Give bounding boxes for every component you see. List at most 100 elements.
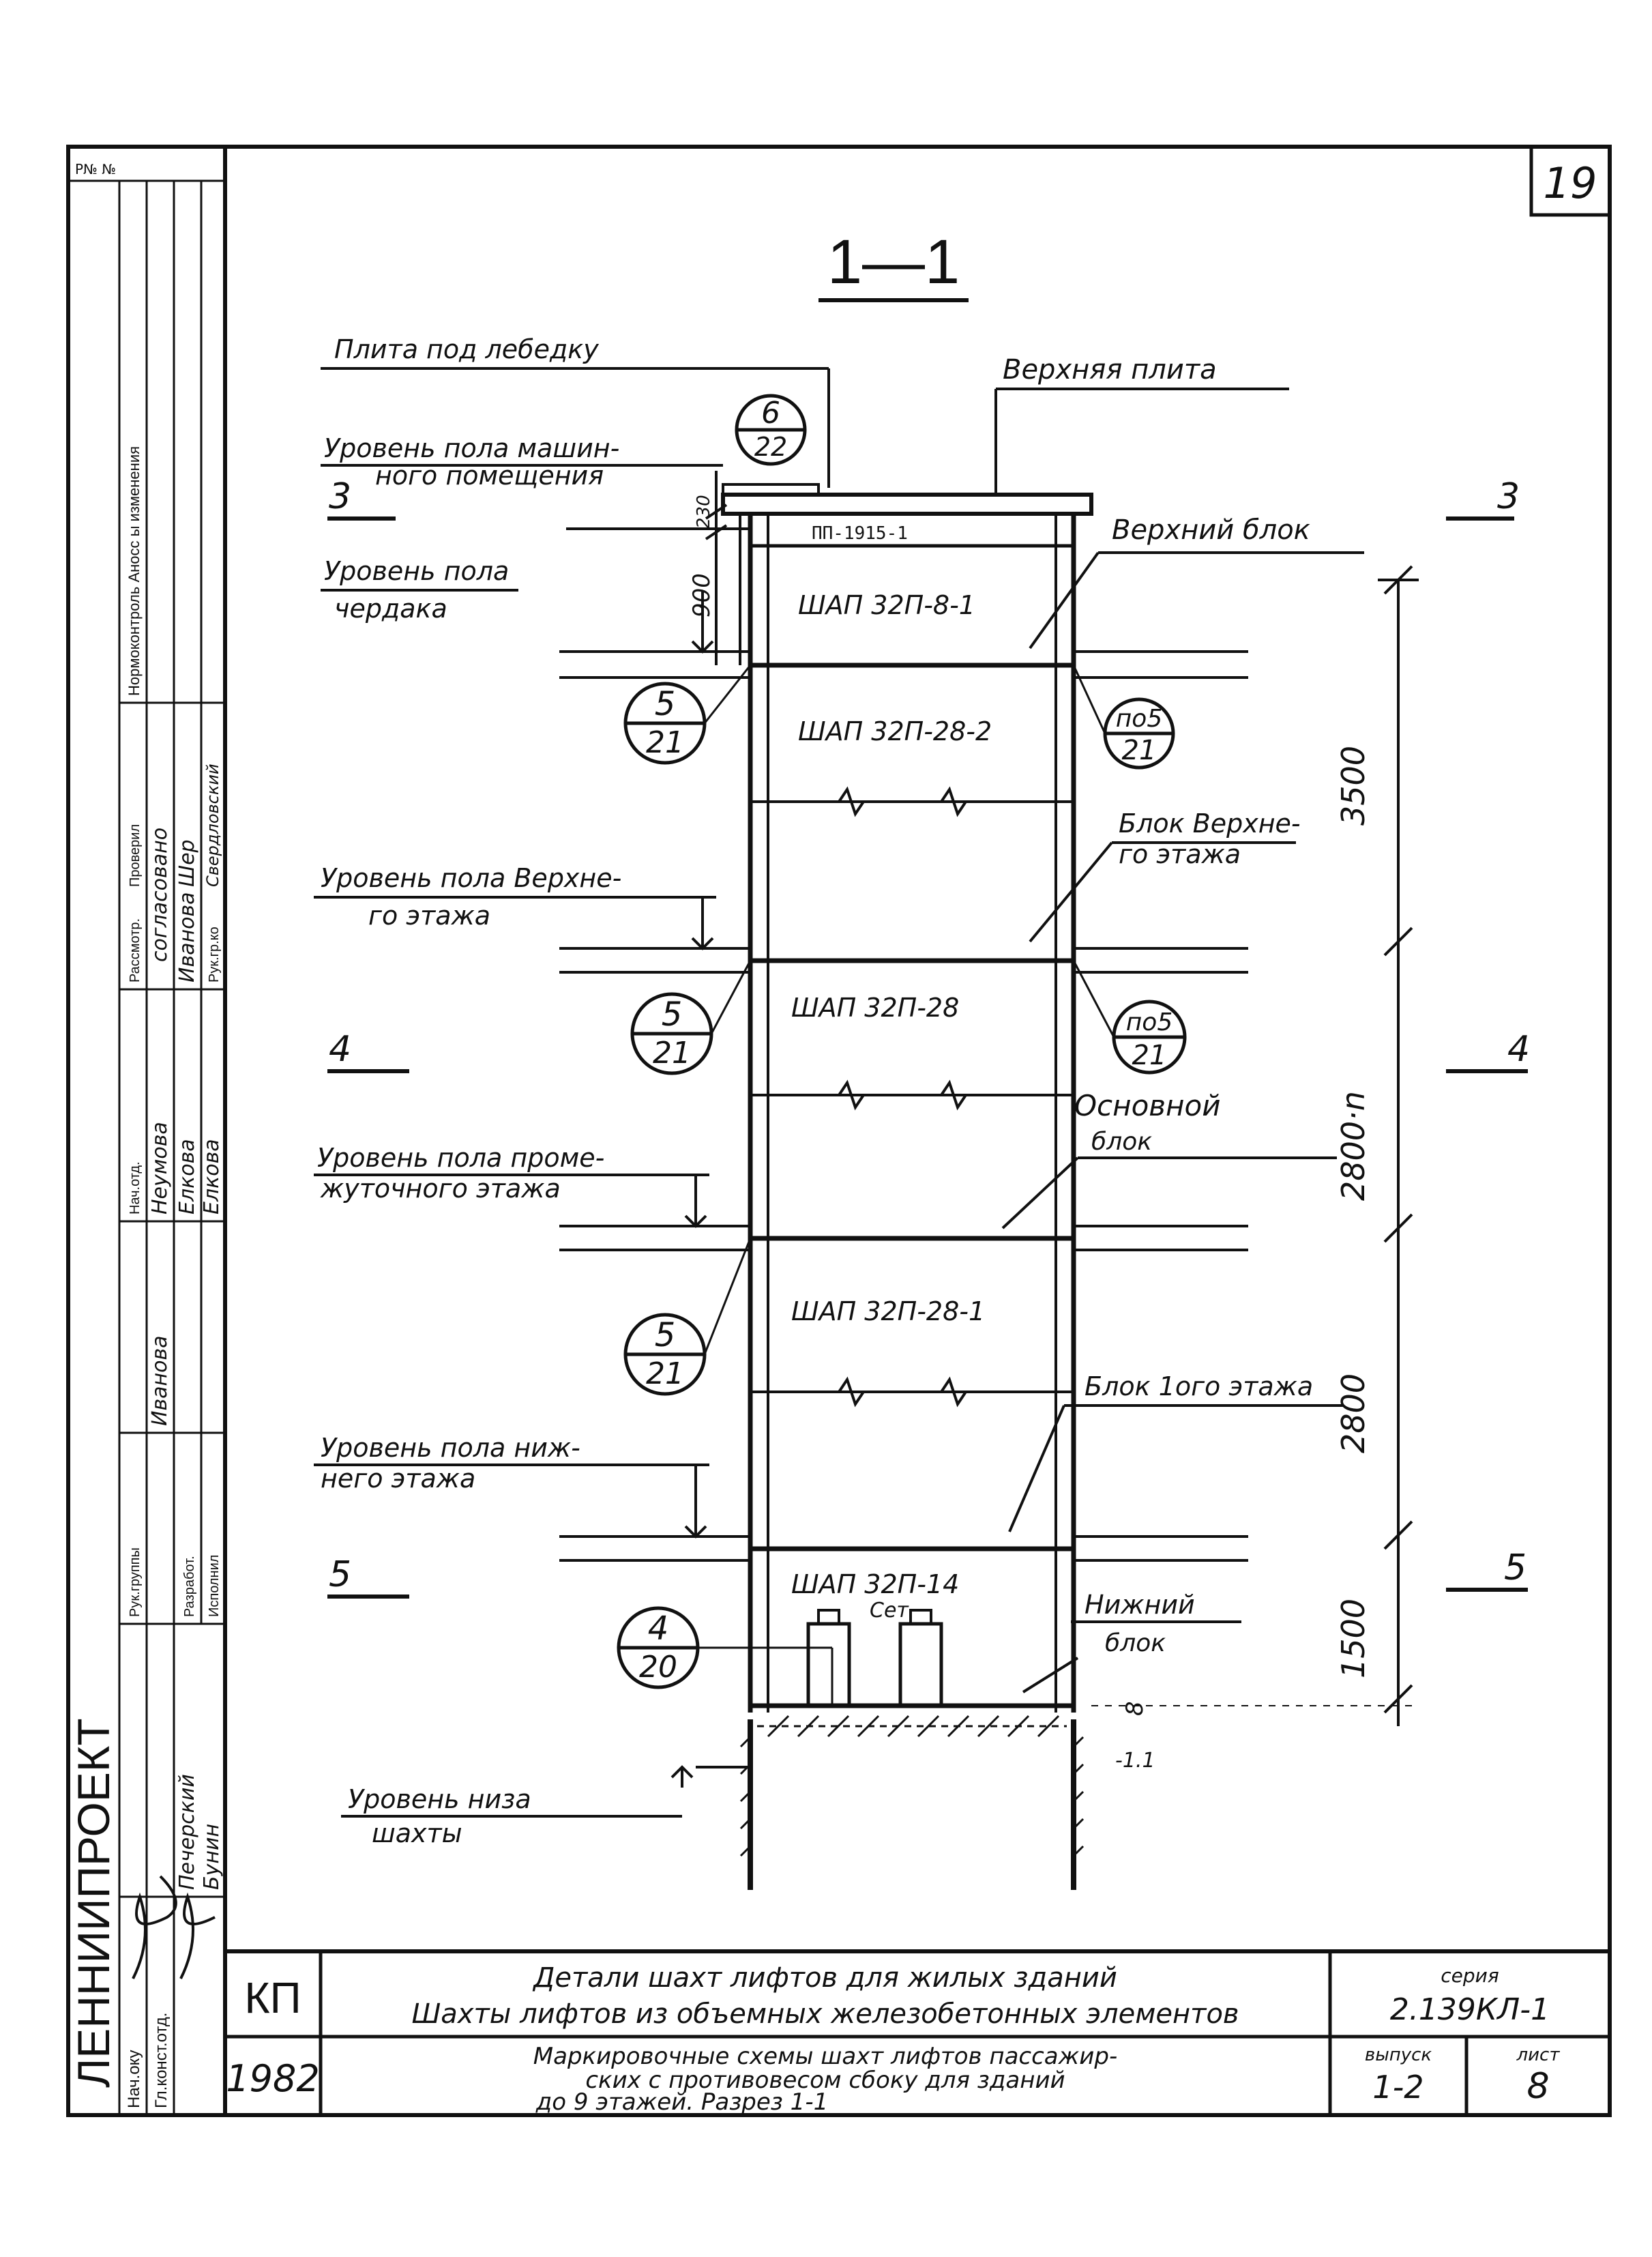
tb-series-value: 2.139КЛ-1: [1390, 1992, 1550, 2027]
bubble-labels: 6 22 5 21 по5 21 5 21 по5 21 5 21 4 20: [639, 396, 1172, 1685]
mark-e5: ШАП 32П-14: [791, 1569, 959, 1599]
head-role: Гл.конст.отд.: [152, 2013, 171, 2108]
page-number: 19: [1544, 158, 1597, 208]
label-level-ground-floor-2: него этажа: [321, 1464, 475, 1494]
buffer: [898, 1622, 943, 1708]
mark-pp: ПП-1915-1: [812, 523, 908, 544]
dim-2800: 2800: [1335, 1373, 1372, 1453]
label-level-ground-floor-1: Уровень пола ниж-: [321, 1433, 580, 1463]
bubble-num: 4: [648, 1610, 669, 1648]
tb-sheet-label: лист: [1516, 2045, 1561, 2065]
section-mark-3-right: 3: [1497, 476, 1520, 517]
label-level-pit-2: шахты: [372, 1818, 462, 1848]
tb-desc-3: до 9 этажей. Разрез 1-1: [535, 2088, 828, 2116]
label-top-block: Верхний блок: [1112, 514, 1310, 546]
label-first-floor-block: Блок 1ого этажа: [1085, 1371, 1313, 1401]
mark-e1: ШАП 32П-8-1: [798, 590, 975, 620]
bubble-num: 5: [662, 995, 683, 1034]
winch-plate: [722, 483, 820, 496]
dim-small: 8: [1121, 1701, 1149, 1716]
label-level-mid-floor-2: жуточного этажа: [320, 1174, 561, 1204]
row-name: Неумова: [148, 1122, 172, 1214]
row-name: Елкова: [175, 1139, 199, 1214]
label-level-mid-floor-1: Уровень пола проме-: [317, 1143, 604, 1173]
buffer: [806, 1622, 851, 1708]
top-plate: [721, 493, 1093, 516]
label-top-floor-block-1: Блок Верхне-: [1119, 809, 1301, 839]
section-mark-5: 5: [329, 1554, 351, 1595]
label-bottom-block-1: Нижний: [1085, 1590, 1195, 1620]
floor-levels: [559, 527, 1248, 1768]
pit-level: -1.1: [1115, 1749, 1155, 1773]
section-mark-4-right: 4: [1507, 1029, 1530, 1070]
level-labels: Плита под лебедку Уровень пола машин- но…: [314, 334, 830, 1848]
label-top-floor-block-2: го этажа: [1119, 839, 1241, 869]
row-role: Рук.гр.ко: [207, 927, 222, 982]
dim-1500: 1500: [1335, 1599, 1372, 1678]
bubble-sheet: 22: [754, 432, 787, 462]
signature: [132, 1875, 177, 1979]
title-block: [225, 1949, 1610, 2115]
mark-e3: ШАП 32П-28: [791, 993, 959, 1023]
row-role: Рук.группы: [128, 1547, 143, 1617]
section-mark-4: 4: [329, 1029, 351, 1070]
head-name: Печерский: [175, 1774, 199, 1890]
agreement-row: Нормоконтроль Аносс ы изменения: [126, 446, 143, 696]
sheet-frame: [66, 145, 1612, 2117]
label-main-block-2: блок: [1091, 1128, 1152, 1156]
org-name: ЛЕННИИПРОЕКТ: [68, 1718, 119, 2088]
label-level-attic-1: Уровень пола: [324, 556, 509, 586]
element-marks: ПП-1915-1 ШАП 32П-8-1 ШАП 32П-28-2 ШАП 3…: [791, 523, 992, 1622]
bubble-num: 5: [655, 685, 676, 723]
mark-e2: ШАП 32П-28-2: [798, 716, 992, 746]
dim-2800n: 2800·n: [1335, 1091, 1372, 1201]
bubble-sheet: 21: [653, 1036, 691, 1071]
row-name: Шер: [175, 839, 199, 887]
row-name: Елкова: [200, 1139, 224, 1214]
signature: [179, 1892, 216, 1979]
bubble-sheet: 21: [1122, 735, 1157, 766]
bubble-num: 6: [761, 396, 780, 431]
callout-bubbles: [617, 394, 1187, 1706]
label-level-top-floor-2: го этажа: [368, 901, 490, 931]
label-bottom-block-2: блок: [1105, 1629, 1166, 1657]
bubble-sheet: 21: [646, 1356, 684, 1391]
section-title: 1—1: [827, 227, 960, 297]
tb-desc-1: Маркировочные схемы шахт лифтов пассажир…: [533, 2043, 1117, 2070]
tb-sheet-value: 8: [1526, 2066, 1549, 2107]
row-role: Нач.отд.: [128, 1161, 143, 1214]
row-role: Разработ.: [182, 1556, 197, 1617]
dim-900: 900: [688, 573, 716, 617]
agreed-word: согласовано: [148, 828, 172, 962]
label-level-attic-2: чердака: [334, 594, 447, 624]
dimension-labels: 3500 2800·n 2800 1500 230 900 8 -1.1: [688, 495, 1372, 1773]
dimension-chain: [705, 471, 1419, 1726]
label-level-pit-1: Уровень низа: [348, 1784, 531, 1814]
section-mark-5-right: 5: [1504, 1547, 1526, 1588]
bubble-num: по5: [1116, 705, 1162, 733]
row-role: Исполнил: [207, 1555, 222, 1617]
label-level-machine-1: Уровень пола машин-: [324, 433, 619, 463]
block-labels: Верхняя плита Верхний блок Блок Верхне- …: [994, 354, 1364, 1693]
label-level-top-floor-1: Уровень пола Верхне-: [321, 863, 621, 893]
mark-e4: ШАП 32П-28-1: [791, 1296, 985, 1326]
head-role: Нач.оку: [125, 2050, 143, 2108]
bubble-sheet: 21: [1132, 1040, 1167, 1071]
row-name: Иванова: [148, 1335, 172, 1426]
dim-3500: 3500: [1335, 746, 1372, 826]
shaft-section: [721, 483, 1093, 1890]
label-top-plate: Верхняя плита: [1003, 354, 1217, 385]
dim-230: 230: [694, 495, 714, 529]
tb-issue-value: 1-2: [1372, 2069, 1424, 2106]
left-strip: Р№ № ЛЕННИИПРОЕКТ Нормоконтроль Аносс ы …: [68, 161, 225, 2115]
tb-title-2: Шахты лифтов из объемных железобетонных …: [412, 1998, 1239, 2030]
mark-cet: Сет: [870, 1599, 909, 1622]
label-main-block-1: Основной: [1074, 1089, 1221, 1122]
head-name: Бунин: [200, 1824, 224, 1890]
bubble-sheet: 20: [639, 1650, 677, 1685]
tb-issue-label: выпуск: [1365, 2045, 1432, 2065]
tb-title-1: Детали шахт лифтов для жилых зданий: [532, 1962, 1117, 1994]
tb-desc-2: ских с противовесом сбоку для зданий: [585, 2067, 1065, 2094]
tb-year: 1982: [226, 2057, 319, 2100]
